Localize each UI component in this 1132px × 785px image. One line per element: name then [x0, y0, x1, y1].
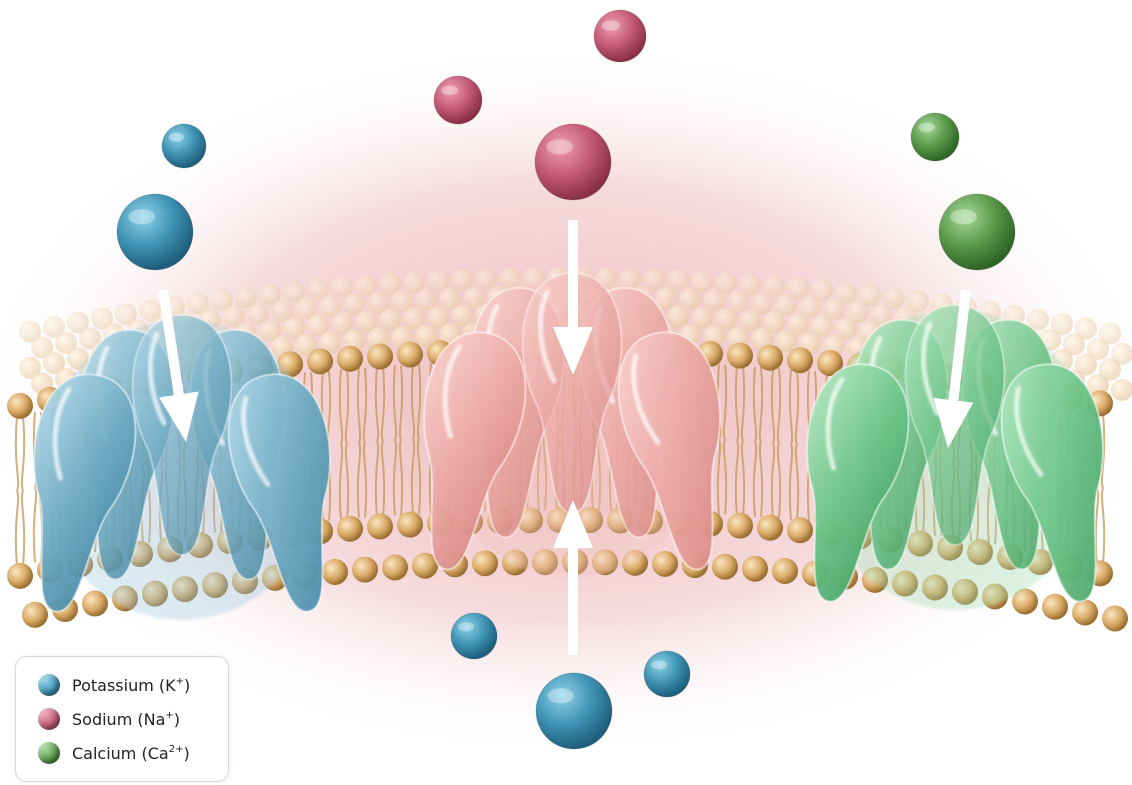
lipid-head — [727, 513, 753, 539]
calcium-swatch-icon — [38, 742, 60, 764]
ion-highlight — [651, 660, 667, 669]
ion-highlight — [128, 209, 155, 224]
legend-item-sodium: Sodium (Na+) — [38, 705, 180, 733]
potassium-ion — [644, 651, 690, 697]
sodium-ion — [434, 76, 482, 124]
calcium-ion — [911, 113, 959, 161]
lipid-head — [367, 513, 393, 539]
lipid-head — [1072, 599, 1098, 625]
lipid-head — [397, 512, 423, 538]
ion-highlight — [441, 86, 458, 96]
lipid-head — [1042, 594, 1068, 620]
lipid-head — [472, 550, 498, 576]
ion-highlight — [458, 622, 474, 631]
sodium-ion — [535, 124, 611, 200]
legend-label: Calcium (Ca2+) — [72, 744, 190, 763]
ion-highlight — [169, 133, 184, 142]
sodium-swatch-icon — [38, 708, 60, 730]
lipid-head — [787, 517, 813, 543]
lipid-head — [712, 554, 738, 580]
lipid-head — [772, 558, 798, 584]
sodium-ion — [594, 10, 646, 62]
potassium-ion — [117, 194, 193, 270]
ion-highlight — [950, 209, 977, 224]
lipid-head — [367, 343, 393, 369]
lipid-head — [382, 554, 408, 580]
ion-highlight — [547, 688, 574, 703]
ion-highlight — [602, 20, 620, 30]
lipid-head — [652, 551, 678, 577]
potassium-ion — [451, 613, 497, 659]
legend-item-calcium: Calcium (Ca2+) — [38, 739, 190, 767]
calcium-ion — [939, 194, 1015, 270]
lipid-head — [337, 516, 363, 542]
lipid-head — [22, 602, 48, 628]
legend: Potassium (K+) Sodium (Na+) Calcium (Ca2… — [15, 656, 229, 782]
lipid-head — [352, 557, 378, 583]
lipid-head — [757, 515, 783, 541]
lipid-head — [7, 563, 33, 589]
potassium-ion — [162, 124, 206, 168]
legend-label: Sodium (Na+) — [72, 710, 180, 729]
lipid-head — [1111, 379, 1132, 401]
ion-highlight — [546, 139, 573, 154]
lipid-head — [7, 393, 33, 419]
ion-highlight — [918, 123, 935, 133]
lipid-head — [1102, 605, 1128, 631]
lipid-head — [307, 348, 333, 374]
lipid-head — [787, 347, 813, 373]
potassium-swatch-icon — [38, 674, 60, 696]
legend-label: Potassium (K+) — [72, 676, 190, 695]
lipid-head — [727, 343, 753, 369]
lipid-head — [757, 345, 783, 371]
potassium-ion — [536, 673, 612, 749]
lipid-head — [742, 556, 768, 582]
lipid-head — [337, 346, 363, 372]
legend-item-potassium: Potassium (K+) — [38, 671, 190, 699]
lipid-head — [397, 342, 423, 368]
lipid-head — [322, 559, 348, 585]
